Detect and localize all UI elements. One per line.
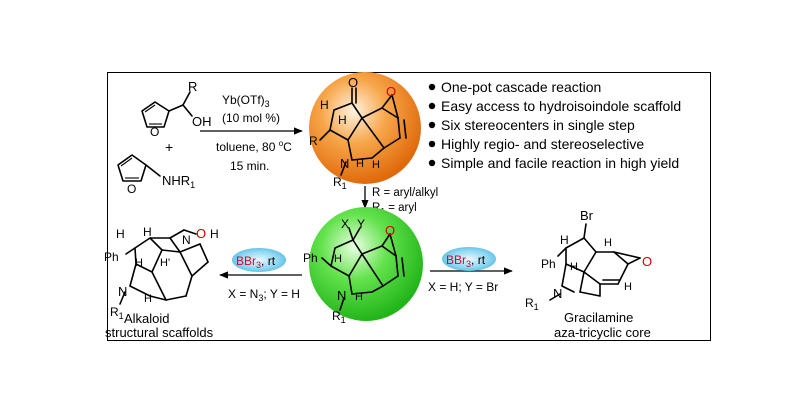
hydroxyl-oxygen: O — [196, 226, 206, 241]
bullet-3 — [428, 121, 436, 129]
scheme-frame — [107, 72, 711, 341]
green-sphere — [309, 207, 423, 321]
common-intermediate: X Y O Ph H H N R1 — [303, 217, 405, 325]
feature-1: One-pot cascade reaction — [441, 79, 601, 95]
ph-label-right: Ph — [541, 257, 556, 271]
feature-3: Six stereocenters in single step — [441, 117, 635, 133]
r1-label: R1 — [333, 175, 347, 191]
n-label-left-top: N — [182, 233, 191, 247]
h-label-2: H — [338, 113, 347, 127]
epoxide-oxygen: O — [642, 254, 652, 269]
amine-label: NHR1 — [162, 173, 195, 190]
n-label-center: N — [337, 288, 346, 303]
ketone-oxygen: O — [348, 75, 358, 90]
feature-2: Easy access to hydroisoindole scaffold — [441, 98, 681, 114]
furfuryl-alcohol: O R OH — [141, 79, 212, 139]
h-label-center-1: H — [334, 253, 342, 265]
hydroxyl-h: H — [210, 227, 219, 241]
r-label: R — [309, 134, 318, 148]
ph-label: Ph — [303, 251, 318, 265]
n-label-right: N — [553, 286, 562, 301]
condition-right: X = H; Y = Br — [428, 280, 498, 294]
h-label-left-bottom: H — [144, 293, 152, 305]
bbr3-label-right: BBr3, rt — [446, 253, 486, 269]
alkaloid-scaffold: H N O H H Ph H H' N H R1 Alkaloid struct… — [104, 225, 219, 340]
r1-label-right: R1 — [525, 296, 539, 312]
furfurylamine: O NHR1 — [117, 154, 195, 196]
gracilamine-caption-1: Gracilamine — [564, 310, 633, 325]
cascade-product: O O H H R N H H R1 — [309, 75, 407, 191]
h-label-1: H — [320, 98, 329, 112]
gracilamine-core: Br H Ph H H O H N R1 Gracilamine aza-tri… — [525, 208, 652, 340]
reagent-bubble-right — [442, 247, 496, 271]
h-label-left-mid: H — [135, 257, 143, 269]
h-prime-label: H' — [160, 257, 170, 269]
feature-list: One-pot cascade reaction Easy access to … — [428, 79, 681, 171]
h-label-right-2: H — [570, 261, 578, 273]
bromine-label: Br — [580, 208, 594, 223]
gracilamine-caption-2: aza-tricyclic core — [554, 325, 651, 340]
h-label-left-top: H — [143, 225, 152, 239]
reaction-time: 15 min. — [230, 159, 269, 173]
n-label-left-bottom: N — [118, 284, 127, 299]
bullet-5 — [428, 159, 436, 167]
hydroxyl-label: OH — [192, 114, 212, 129]
alkaloid-caption-1: Alkaloid — [124, 311, 170, 326]
r-definition: R = aryl/alkyl — [372, 187, 438, 199]
furan-o-2: O — [127, 182, 136, 196]
bullet-2 — [428, 102, 436, 110]
y-label: Y — [357, 217, 365, 231]
bbr3-label-left: BBr3, rt — [236, 254, 276, 270]
h-label-left: H — [116, 227, 125, 241]
h-label-4: H — [372, 159, 380, 171]
solvent-temperature: toluene, 80 oC — [216, 139, 292, 154]
r1-label-center: R1 — [332, 309, 346, 325]
n-label: N — [340, 156, 349, 171]
furan-o-1: O — [150, 125, 159, 139]
bullet-4 — [428, 140, 436, 148]
reagent-bubble-left — [232, 248, 286, 272]
feature-5: Simple and facile reaction in high yield — [441, 155, 679, 171]
h-label-right-1: H — [560, 233, 569, 247]
condition-left: X = N3; Y = H — [228, 287, 300, 303]
catalyst-label: Yb(OTf)3 — [222, 93, 270, 109]
r-substituent: R — [188, 79, 197, 94]
h-label-right-4: H — [624, 281, 632, 293]
bullet-1 — [428, 83, 436, 91]
catalyst-loading: (10 mol %) — [222, 111, 280, 125]
h-label-3: H — [356, 158, 364, 170]
r1-label-left: R1 — [110, 305, 124, 321]
bridge-oxygen-center: O — [385, 223, 395, 238]
x-label: X — [341, 217, 349, 231]
alkaloid-caption-2: structural scaffolds — [105, 325, 214, 340]
h-label-center-2: H — [355, 291, 363, 303]
bridge-oxygen: O — [386, 84, 396, 99]
h-label-right-3: H — [604, 237, 612, 249]
feature-4: Highly regio- and stereoselective — [441, 136, 644, 152]
plus-sign: + — [165, 139, 173, 155]
ph-label-left: Ph — [104, 250, 119, 264]
